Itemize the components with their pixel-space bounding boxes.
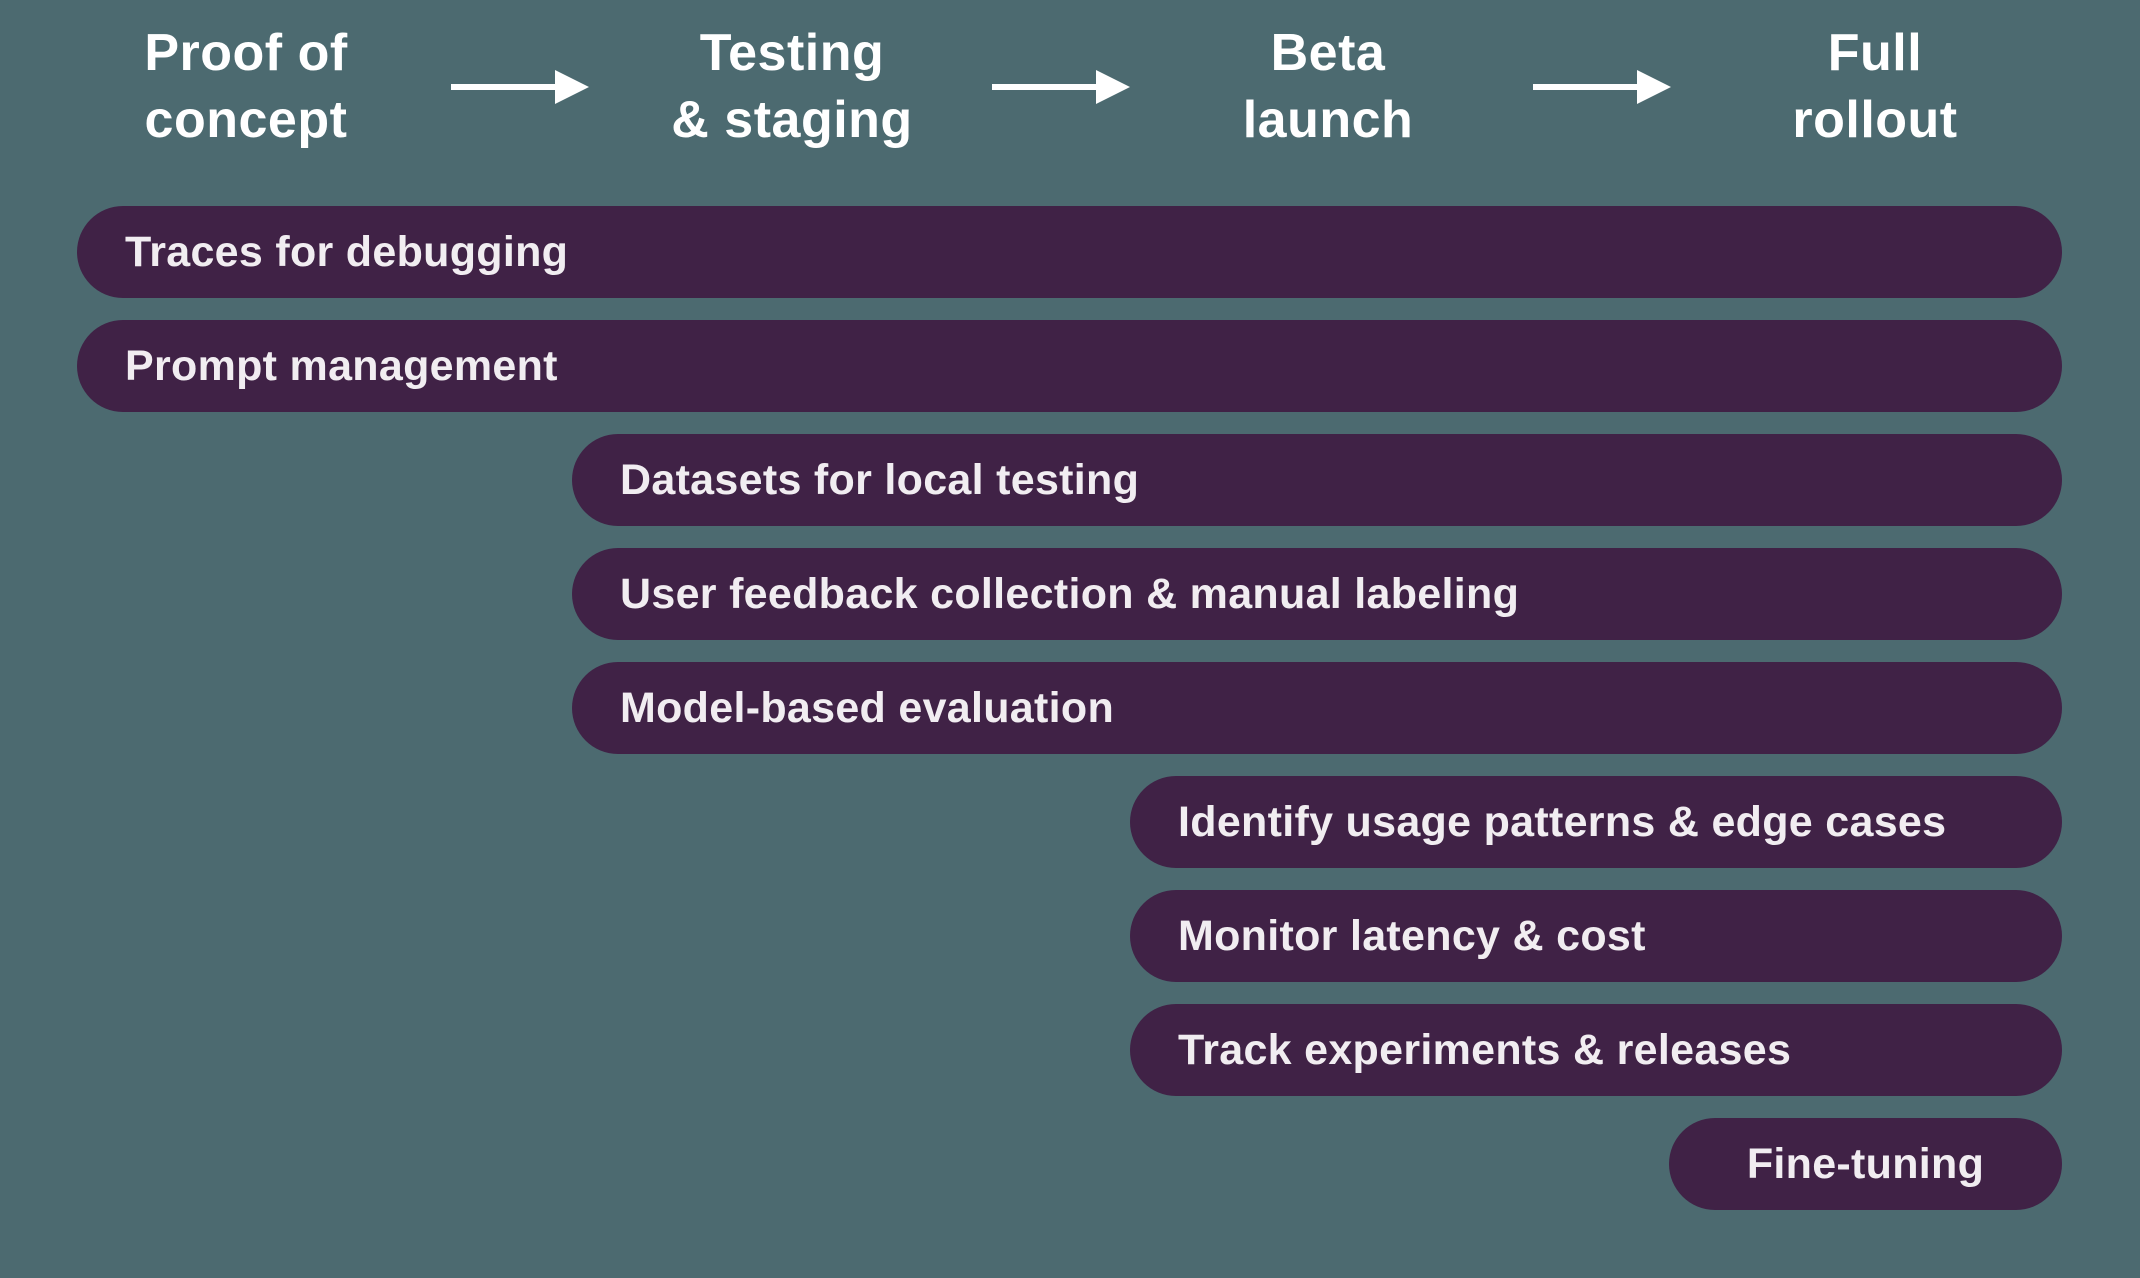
- bar-datasets-for-local-testing: Datasets for local testing: [572, 434, 2062, 526]
- stage-label-proof-of-concept: Proof of concept: [144, 24, 348, 149]
- bar-label: Prompt management: [125, 341, 558, 390]
- bar-label: Fine-tuning: [1746, 1139, 1985, 1188]
- stage-label-full-rollout: Full rollout: [1792, 24, 1958, 149]
- bar-monitor-latency-cost: Monitor latency & cost: [1130, 890, 2062, 982]
- bar-label: Identify usage patterns & edge cases: [1178, 797, 1947, 846]
- bar-identify-usage-patterns: Identify usage patterns & edge cases: [1130, 776, 2062, 868]
- bar-user-feedback-collection: User feedback collection & manual labeli…: [572, 548, 2062, 640]
- bar-traces-for-debugging: Traces for debugging: [77, 206, 2062, 298]
- right-arrow-icon: [992, 70, 1130, 104]
- right-arrow-icon: [1533, 70, 1671, 104]
- stage-label-beta-launch: Beta launch: [1242, 24, 1414, 149]
- bar-label: Monitor latency & cost: [1178, 911, 1646, 960]
- bar-label: Traces for debugging: [125, 227, 569, 276]
- bar-fine-tuning: Fine-tuning: [1669, 1118, 2062, 1210]
- bar-label: Datasets for local testing: [620, 455, 1140, 504]
- right-arrow-icon: [451, 70, 589, 104]
- bar-model-based-evaluation: Model-based evaluation: [572, 662, 2062, 754]
- bar-label: User feedback collection & manual labeli…: [620, 569, 1520, 618]
- bar-label: Model-based evaluation: [620, 683, 1115, 732]
- stage-label-testing-staging: Testing & staging: [671, 24, 913, 149]
- bar-track-experiments-releases: Track experiments & releases: [1130, 1004, 2062, 1096]
- bar-label: Track experiments & releases: [1178, 1025, 1792, 1074]
- bar-prompt-management: Prompt management: [77, 320, 2062, 412]
